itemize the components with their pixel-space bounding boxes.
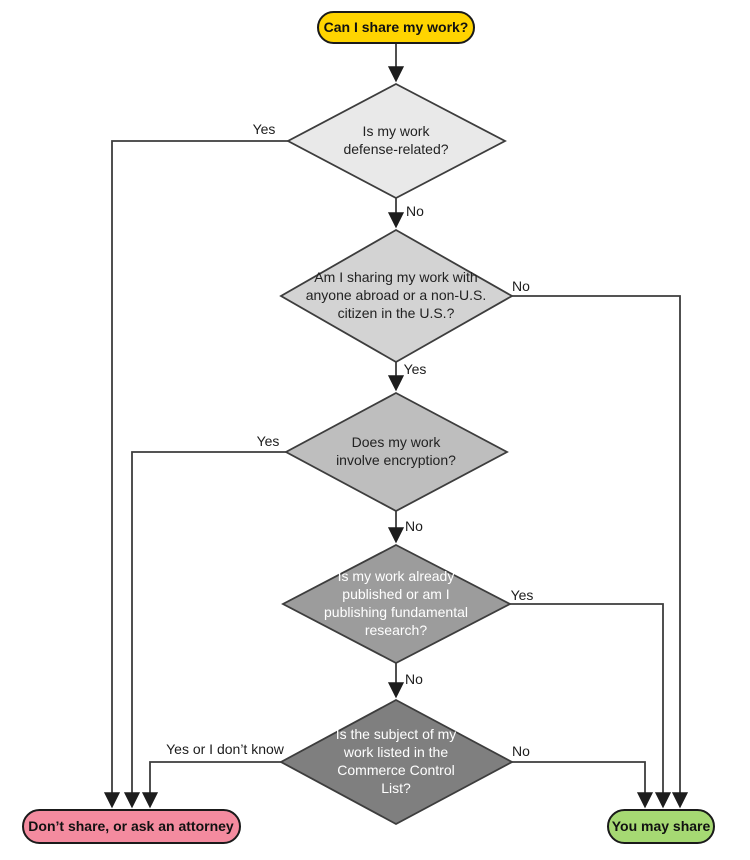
decision-encryption [284, 391, 509, 513]
edge-label-defense-yes: Yes [252, 121, 276, 137]
edge-label-foreign-no: No [512, 278, 530, 294]
decision-text-line: published or am I [342, 586, 450, 603]
edge-label-published-no: No [405, 671, 423, 687]
edge-label-published-yes: Yes [510, 587, 534, 603]
terminal-may-share-shape [607, 809, 715, 844]
decision-commerce-control-list-label: Is the subject of my work listed in the … [336, 726, 457, 798]
decision-encryption-label: Does my work involve encryption? [336, 434, 456, 470]
decision-text-line: Am I sharing my work with [314, 269, 478, 286]
edge-label-encryption-yes: Yes [256, 433, 280, 449]
terminal-may-share-label: You may share [611, 818, 711, 835]
start-node-label: Can I share my work? [323, 19, 469, 36]
edge-ccl-yes-or-unknown [141, 761, 281, 809]
edge-label-ccl-no: No [512, 743, 530, 759]
edge-label-defense-no: No [406, 203, 424, 219]
decision-defense-related [286, 82, 507, 200]
decision-text-line: publishing fundamental [324, 604, 468, 620]
decision-text-line: Is the subject of my [335, 726, 457, 743]
decision-text-line: defense-related? [343, 141, 449, 157]
decision-text-line: List? [381, 779, 411, 796]
decision-commerce-control-list [279, 698, 514, 826]
decision-text-line: anyone abroad or a non-U.S. [305, 287, 487, 304]
decision-text-line: research? [364, 621, 428, 638]
decision-published-research [281, 543, 512, 665]
edge-foreign-no [512, 295, 689, 809]
terminal-dont-share-label: Don’t share, or ask an attorney [28, 818, 234, 835]
edge-label-encryption-no: No [405, 518, 423, 534]
decision-text-line: Does my work [351, 434, 441, 451]
decision-text-line: involve encryption? [336, 452, 456, 468]
edge-label-ccl-yes-or-unknown: Yes or I don’t know [166, 741, 284, 757]
edge-encryption-yes [123, 451, 286, 809]
decision-published-research-label: Is my work already published or am I pub… [324, 568, 468, 640]
terminal-dont-share-shape [22, 809, 241, 844]
decision-text-line: Is my work already [337, 568, 455, 585]
decision-text-line: Commerce Control [337, 762, 455, 778]
edge-published-yes [510, 603, 672, 809]
decision-foreign-sharing [279, 228, 514, 364]
decision-text-line: citizen in the U.S.? [337, 304, 455, 321]
edge-defense-yes [103, 140, 288, 809]
start-node-shape [317, 11, 475, 44]
decision-text-line: Is my work [362, 123, 430, 140]
decision-text-line: work listed in the [343, 744, 449, 761]
edge-ccl-no [512, 761, 654, 809]
edge-label-foreign-yes: Yes [403, 361, 427, 377]
decision-defense-related-label: Is my work defense-related? [343, 123, 448, 159]
decision-foreign-sharing-label: Am I sharing my work with anyone abroad … [306, 269, 487, 323]
